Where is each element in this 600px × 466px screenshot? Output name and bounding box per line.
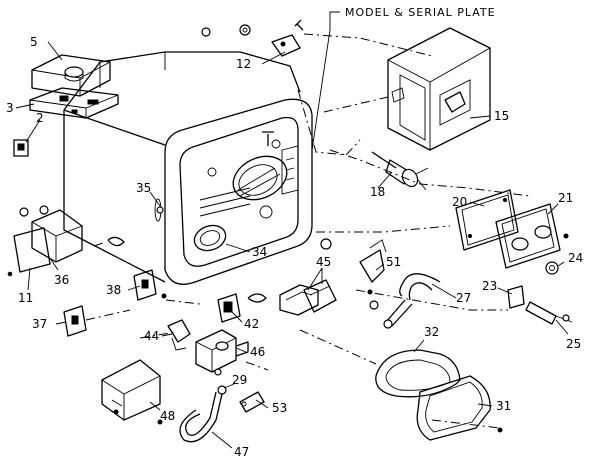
part-48-bracket xyxy=(101,359,163,425)
callout-3: 3 xyxy=(6,101,14,115)
part-23-bracket xyxy=(507,285,525,309)
callout-38: 38 xyxy=(106,283,121,297)
part-12-bracket xyxy=(201,19,304,57)
callout-5: 5 xyxy=(30,35,38,49)
part-44-elbow xyxy=(167,319,191,351)
callout-12: 12 xyxy=(236,57,251,71)
part-24-nut xyxy=(545,261,559,275)
callout-18: 18 xyxy=(370,185,385,199)
front-panel-frame xyxy=(164,98,313,285)
callout-47: 47 xyxy=(234,445,249,459)
part-15-cover-box xyxy=(387,27,491,151)
callout-51: 51 xyxy=(386,255,401,269)
callout-21: 21 xyxy=(558,191,573,205)
callout-27: 27 xyxy=(456,291,471,305)
callout-23: 23 xyxy=(482,279,497,293)
callout-46: 46 xyxy=(250,345,265,359)
part-2-connector xyxy=(13,139,29,157)
assembly-lines xyxy=(85,33,531,429)
callout-32: 32 xyxy=(424,325,439,339)
part-38-clip xyxy=(133,269,167,301)
callout-48: 48 xyxy=(160,409,175,423)
callout-45: 45 xyxy=(316,255,331,269)
callout-42: 42 xyxy=(244,317,259,331)
callout-36: 36 xyxy=(54,273,69,287)
callout-15: 15 xyxy=(494,109,509,123)
callout-31: 31 xyxy=(496,399,511,413)
part-45-valve xyxy=(247,238,337,316)
part-21-door-plate xyxy=(495,203,569,269)
part-37-clip xyxy=(63,305,87,337)
callout-35: 35 xyxy=(136,181,151,195)
part-3-circuit-board xyxy=(29,87,119,119)
model-serial-plate-label: MODEL & SERIAL PLATE xyxy=(345,6,496,19)
part-42-switch xyxy=(217,293,241,323)
part-36-bracket xyxy=(19,205,125,263)
part-25-sensor xyxy=(525,301,573,325)
callout-29: 29 xyxy=(232,373,247,387)
callout-53: 53 xyxy=(272,401,287,415)
part-51-bracket xyxy=(359,239,387,310)
callout-24: 24 xyxy=(568,251,583,265)
callout-34: 34 xyxy=(252,245,267,259)
part-53-fitting xyxy=(239,391,265,413)
callout-37: 37 xyxy=(32,317,47,331)
part-18-electrode xyxy=(371,151,429,191)
model-serial-plate-leader xyxy=(311,11,340,151)
part-11-plate xyxy=(7,227,51,277)
part-46-gas-valve xyxy=(195,329,249,376)
part-5-control-box xyxy=(31,54,111,97)
part-35-plug xyxy=(156,206,164,214)
part-20-gasket xyxy=(455,189,519,251)
part-47-tube xyxy=(179,391,223,443)
callout-2: 2 xyxy=(36,111,44,125)
part-27-tube xyxy=(383,273,441,329)
leader-lines xyxy=(15,41,569,449)
callout-11: 11 xyxy=(18,291,33,305)
callout-44: 44 xyxy=(144,329,159,343)
callouts: 5 3 2 12 15 18 20 21 24 23 25 27 51 45 3… xyxy=(6,35,583,459)
callout-20: 20 xyxy=(452,195,467,209)
part-31-cover xyxy=(416,375,503,441)
callout-25: 25 xyxy=(566,337,581,351)
